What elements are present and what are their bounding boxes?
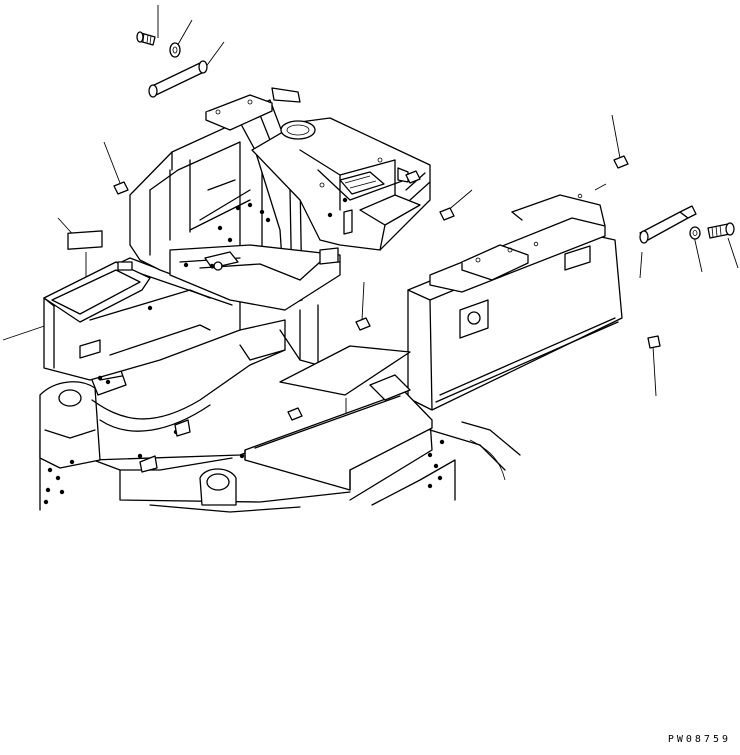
toolbox-lid <box>43 230 151 359</box>
right-pin-icon <box>639 205 697 244</box>
pin-icon <box>148 60 208 98</box>
right-side-box <box>407 183 623 411</box>
frame-base-plate <box>169 244 341 311</box>
washer-icon <box>169 42 181 58</box>
rear-center-frame <box>251 117 431 251</box>
leader-lines <box>2 5 739 442</box>
center-pivot-bracket <box>199 468 237 506</box>
drawing-code: PW08759 <box>667 734 731 745</box>
bolt-heads <box>113 155 661 421</box>
right-washer-icon <box>689 226 701 240</box>
bolt-icon <box>136 31 156 46</box>
right-bolt-icon <box>707 222 735 239</box>
step-plate <box>139 345 433 491</box>
fastener-dots <box>43 197 445 505</box>
